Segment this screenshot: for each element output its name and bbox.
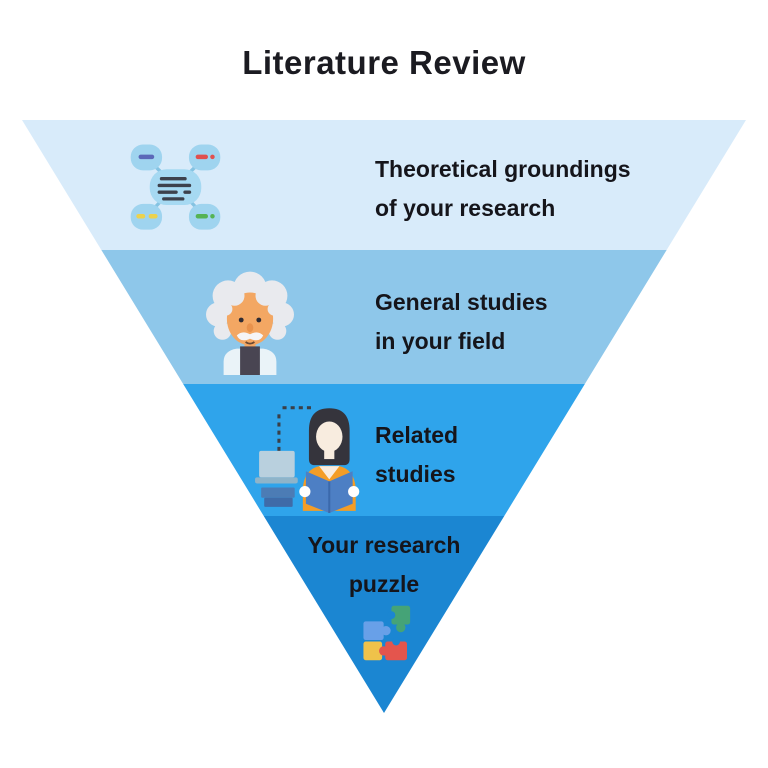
- tier-2-label-line-1: General studies: [375, 289, 548, 315]
- tier-3-label-line-2: studies: [375, 461, 456, 487]
- page-title: Literature Review: [242, 44, 526, 81]
- einstein-scientist-icon: [195, 264, 305, 376]
- tier-1-label-line-2: of your research: [375, 195, 556, 221]
- tier-2-label-line-2: in your field: [375, 328, 506, 354]
- mind-map-icon: [118, 130, 233, 242]
- tier-4-label: Your research puzzle: [22, 526, 746, 604]
- tier-3-label-line-1: Related: [375, 422, 459, 448]
- puzzle-pieces-icon: [350, 598, 422, 668]
- tier-4-label-line-1: Your research: [307, 532, 461, 558]
- tier-4-label-line-2: puzzle: [348, 571, 420, 597]
- reading-person-icon: [250, 394, 376, 516]
- tier-1-label: Theoretical groundings of your research: [375, 150, 631, 228]
- tier-2-label: General studies in your field: [375, 283, 548, 361]
- tier-1-label-line-1: Theoretical groundings: [375, 156, 631, 182]
- funnel-diagram: Theoretical groundings of your research …: [22, 120, 746, 713]
- tier-3-label: Related studies: [375, 416, 458, 494]
